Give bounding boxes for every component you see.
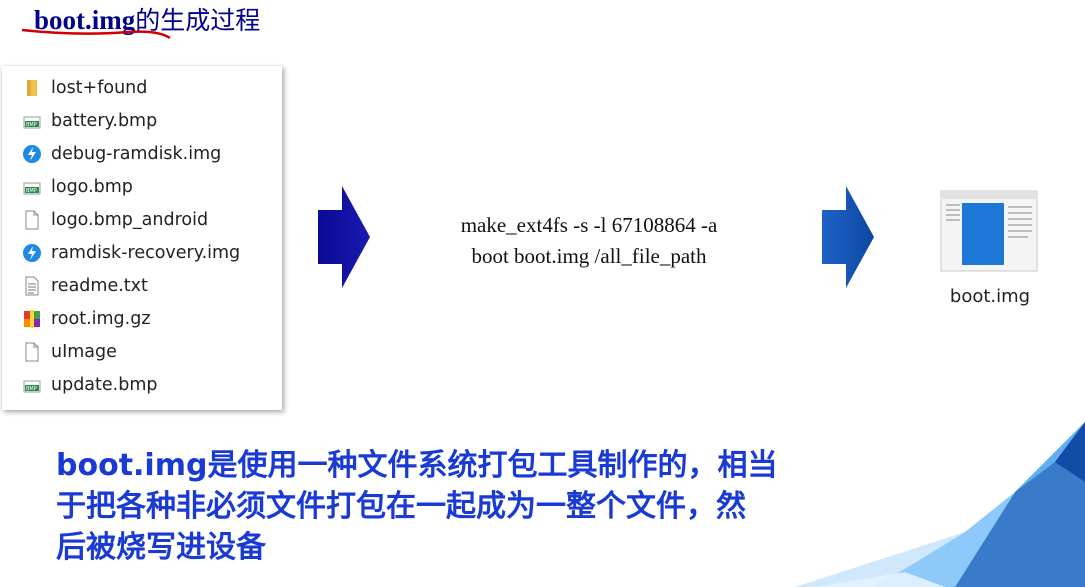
svg-text:BMP: BMP	[26, 188, 37, 194]
description-line-2: 于把各种非必须文件打包在一起成为一整个文件，然	[56, 489, 746, 524]
arrow-right-icon	[822, 186, 874, 288]
disk-image-icon	[22, 243, 42, 263]
command-line-2: boot boot.img /all_file_path	[471, 244, 707, 268]
disk-image-icon	[22, 144, 42, 164]
description-text: boot.img是使用一种文件系统打包工具制作的，相当 于把各种非必须文件打包在…	[56, 445, 956, 568]
file-item-uimage[interactable]: uImage	[22, 338, 277, 366]
description-line-3: 后被烧写进设备	[56, 530, 266, 565]
file-item-lost-found[interactable]: lost+found	[22, 74, 277, 102]
output-file-label: boot.img	[949, 286, 1031, 307]
file-item-battery[interactable]: BMP battery.bmp	[22, 107, 277, 135]
blank-file-icon	[22, 342, 42, 362]
file-list-panel: lost+found BMP battery.bmp debug-ramdisk…	[2, 66, 282, 410]
file-item-root-img-gz[interactable]: root.img.gz	[22, 305, 277, 333]
file-item-update-bmp[interactable]: BMP update.bmp	[22, 371, 277, 399]
arrow-right-icon	[318, 186, 370, 288]
bitmap-icon: BMP	[22, 177, 42, 197]
file-item-debug-ramdisk[interactable]: debug-ramdisk.img	[22, 140, 277, 168]
blank-file-icon	[22, 210, 42, 230]
svg-text:BMP: BMP	[26, 386, 37, 392]
decorative-polygons	[795, 422, 1085, 587]
bitmap-icon: BMP	[22, 111, 42, 131]
folder-icon	[22, 78, 42, 98]
bitmap-icon: BMP	[22, 375, 42, 395]
window-file-icon	[940, 190, 1038, 272]
slide-title: boot.img的生成过程	[34, 2, 260, 38]
command-line-1: make_ext4fs -s -l 67108864 -a	[460, 213, 718, 237]
text-file-icon	[22, 276, 42, 296]
svg-text:BMP: BMP	[26, 122, 37, 128]
description-line-1: boot.img是使用一种文件系统打包工具制作的，相当	[56, 448, 778, 483]
file-item-readme[interactable]: readme.txt	[22, 272, 277, 300]
archive-icon	[22, 309, 42, 329]
file-item-logo-bmp-android[interactable]: logo.bmp_android	[22, 206, 277, 234]
red-underline-mark	[21, 28, 171, 40]
title-rest: 的生成过程	[135, 6, 261, 35]
file-item-logo-bmp[interactable]: BMP logo.bmp	[22, 173, 277, 201]
command-text: make_ext4fs -s -l 67108864 -a boot boot.…	[404, 210, 774, 272]
file-item-ramdisk-recovery[interactable]: ramdisk-recovery.img	[22, 239, 277, 267]
title-bold: boot.img	[34, 5, 136, 35]
